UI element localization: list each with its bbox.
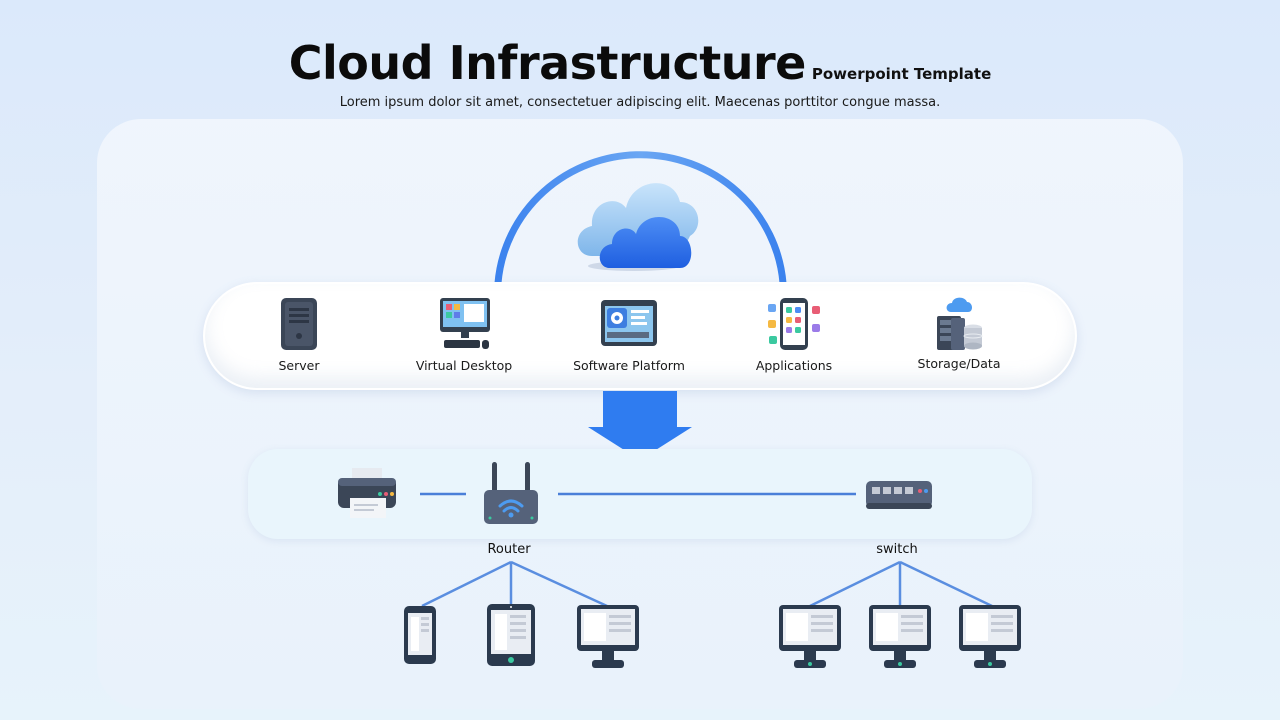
switch-icon bbox=[866, 481, 932, 509]
service-label: Applications bbox=[755, 358, 833, 373]
service-virtual-desktop: Virtual Desktop bbox=[389, 296, 539, 373]
printer-icon bbox=[338, 468, 396, 518]
page-subtitle: Lorem ipsum dolor sit amet, consectetuer… bbox=[339, 95, 941, 110]
down-arrow-icon bbox=[588, 391, 692, 460]
switch-label: switch bbox=[876, 542, 918, 557]
software-platform-icon bbox=[601, 300, 657, 346]
smartphone-apps-icon bbox=[768, 298, 820, 350]
router-label: Router bbox=[487, 542, 531, 557]
service-storage-data: Storage/Data bbox=[884, 294, 1034, 371]
service-label: Server bbox=[278, 358, 320, 373]
phone-icon bbox=[404, 606, 436, 664]
monitor-icon bbox=[959, 605, 1021, 668]
monitor-icon bbox=[869, 605, 931, 668]
title-main: Cloud Infrastructure bbox=[288, 36, 807, 90]
monitor-icon bbox=[779, 605, 841, 668]
server-tower-icon bbox=[281, 298, 317, 350]
title-suffix: Powerpoint Template bbox=[811, 65, 992, 83]
desktop-computer-icon bbox=[440, 298, 490, 349]
cloud-storage-icon bbox=[937, 297, 983, 350]
cloud-icon bbox=[577, 183, 699, 271]
service-software-platform: Software Platform bbox=[554, 296, 704, 373]
service-applications: Applications bbox=[719, 296, 869, 373]
tablet-icon bbox=[487, 604, 535, 666]
services-bar: Server Virtual Desktop bbox=[203, 282, 1077, 390]
service-label: Virtual Desktop bbox=[415, 358, 513, 373]
service-server: Server bbox=[224, 296, 374, 373]
service-label: Storage/Data bbox=[917, 356, 1001, 371]
router-icon bbox=[484, 462, 538, 524]
monitor-icon bbox=[577, 605, 639, 668]
service-label: Software Platform bbox=[573, 358, 685, 373]
